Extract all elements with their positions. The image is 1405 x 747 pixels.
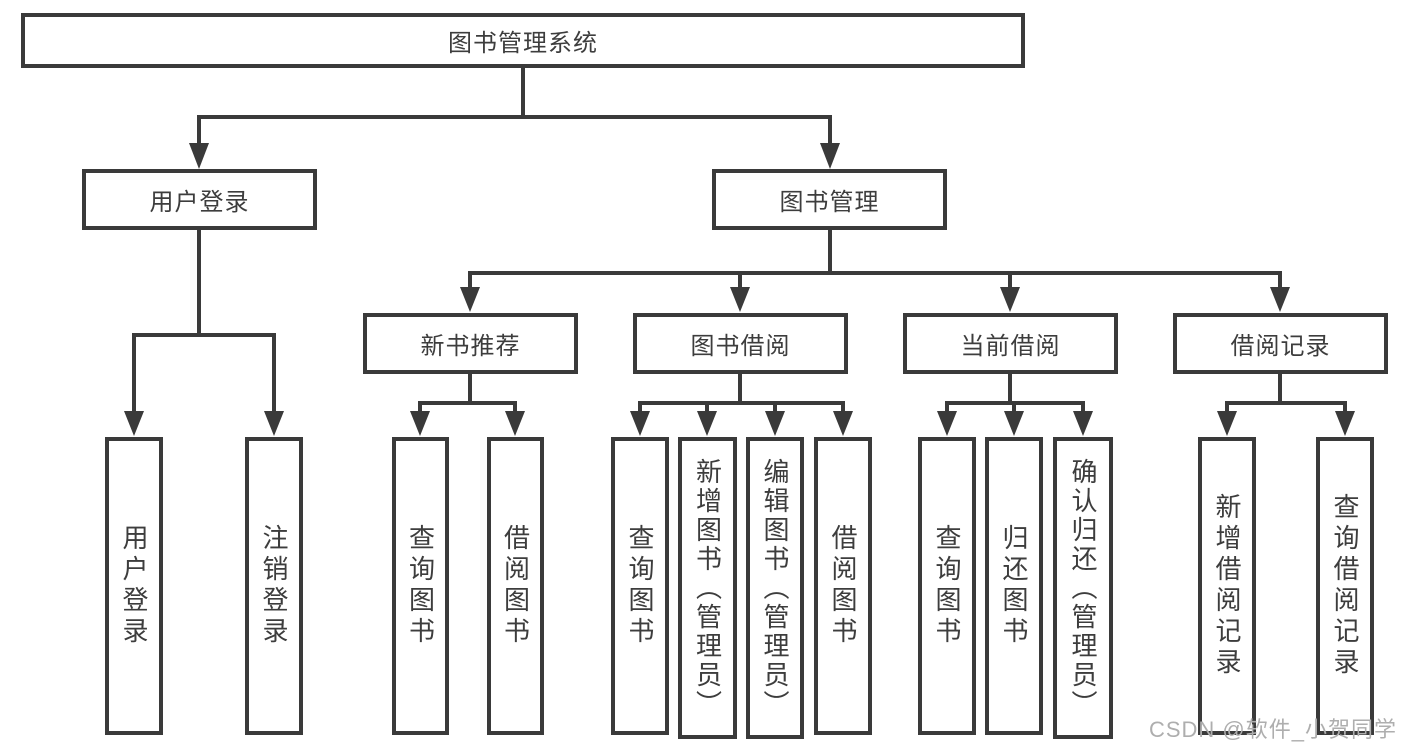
node-book-borrowing: 图书借阅 — [633, 313, 848, 374]
leaf-label: 查询图书 — [625, 524, 655, 648]
arrowhead-down-icon — [264, 411, 284, 436]
leaf-label: 编辑图书（管理员） — [760, 457, 790, 719]
connector-book-borrow-children — [638, 374, 845, 416]
node-borrow-records: 借阅记录 — [1173, 313, 1388, 374]
node-leaf-borrow-book: 借阅图书 — [487, 437, 544, 735]
arrowhead-down-icon — [1000, 287, 1020, 312]
node-leaf-add-borrow-record: 新增借阅记录 — [1198, 437, 1256, 735]
connector-current-borrow-children — [945, 374, 1085, 416]
leaf-label: 注销登录 — [259, 524, 289, 648]
arrowhead-down-icon — [630, 411, 650, 436]
connector-new-book-rec-children — [418, 374, 517, 416]
node-leaf-add-book-admin: 新增图书（管理员） — [678, 437, 737, 739]
arrowhead-down-icon — [410, 411, 430, 436]
node-leaf-query-book: 查询图书 — [918, 437, 976, 735]
arrowhead-down-icon — [833, 411, 853, 436]
leaf-label: 确认归还（管理员） — [1068, 457, 1098, 719]
node-user-login: 用户登录 — [82, 169, 317, 230]
leaf-label: 查询借阅记录 — [1330, 493, 1360, 679]
arrowhead-down-icon — [189, 143, 209, 169]
node-leaf-query-book: 查询图书 — [392, 437, 449, 735]
leaf-label: 新增借阅记录 — [1212, 493, 1242, 679]
csdn-watermark: CSDN @软件_小贺同学 — [1148, 717, 1397, 742]
node-leaf-edit-book-admin: 编辑图书（管理员） — [746, 437, 804, 739]
node-leaf-borrow-book: 借阅图书 — [814, 437, 872, 735]
connector-user-login-children — [132, 230, 276, 414]
connector-book-mgmt-children — [468, 230, 1282, 292]
leaf-label: 归还图书 — [999, 524, 1029, 648]
node-leaf-query-borrow-record: 查询借阅记录 — [1316, 437, 1374, 735]
arrowhead-down-icon — [1004, 411, 1024, 436]
node-library-management-system: 图书管理系统 — [21, 13, 1025, 68]
node-leaf-user-login: 用户登录 — [105, 437, 163, 735]
node-leaf-query-book: 查询图书 — [611, 437, 669, 735]
arrowhead-down-icon — [937, 411, 957, 436]
arrowhead-down-icon — [460, 287, 480, 312]
arrowhead-down-icon — [1335, 411, 1355, 436]
arrowhead-down-icon — [1270, 287, 1290, 312]
arrowhead-down-icon — [505, 411, 525, 436]
leaf-label: 借阅图书 — [500, 524, 531, 648]
leaf-label: 新增图书（管理员） — [692, 457, 723, 719]
node-current-borrowing: 当前借阅 — [903, 313, 1118, 374]
arrowhead-down-icon — [1217, 411, 1237, 436]
leaf-label: 用户登录 — [119, 524, 149, 648]
node-new-book-recommendation: 新书推荐 — [363, 313, 578, 374]
arrowhead-down-icon — [820, 143, 840, 169]
connector-root-to-level2 — [197, 68, 832, 148]
arrowhead-down-icon — [765, 411, 785, 436]
leaf-label: 查询图书 — [932, 524, 962, 648]
leaf-label: 借阅图书 — [828, 524, 858, 648]
arrowhead-down-icon — [124, 411, 144, 436]
arrowhead-down-icon — [1073, 411, 1093, 436]
arrowhead-down-icon — [730, 287, 750, 312]
arrowhead-down-icon — [697, 411, 717, 436]
leaf-label: 查询图书 — [405, 524, 436, 648]
connector-borrow-records-children — [1225, 374, 1347, 416]
node-leaf-confirm-return-admin: 确认归还（管理员） — [1053, 437, 1113, 739]
node-leaf-logout: 注销登录 — [245, 437, 303, 735]
node-book-management: 图书管理 — [712, 169, 947, 230]
node-leaf-return-book: 归还图书 — [985, 437, 1043, 735]
